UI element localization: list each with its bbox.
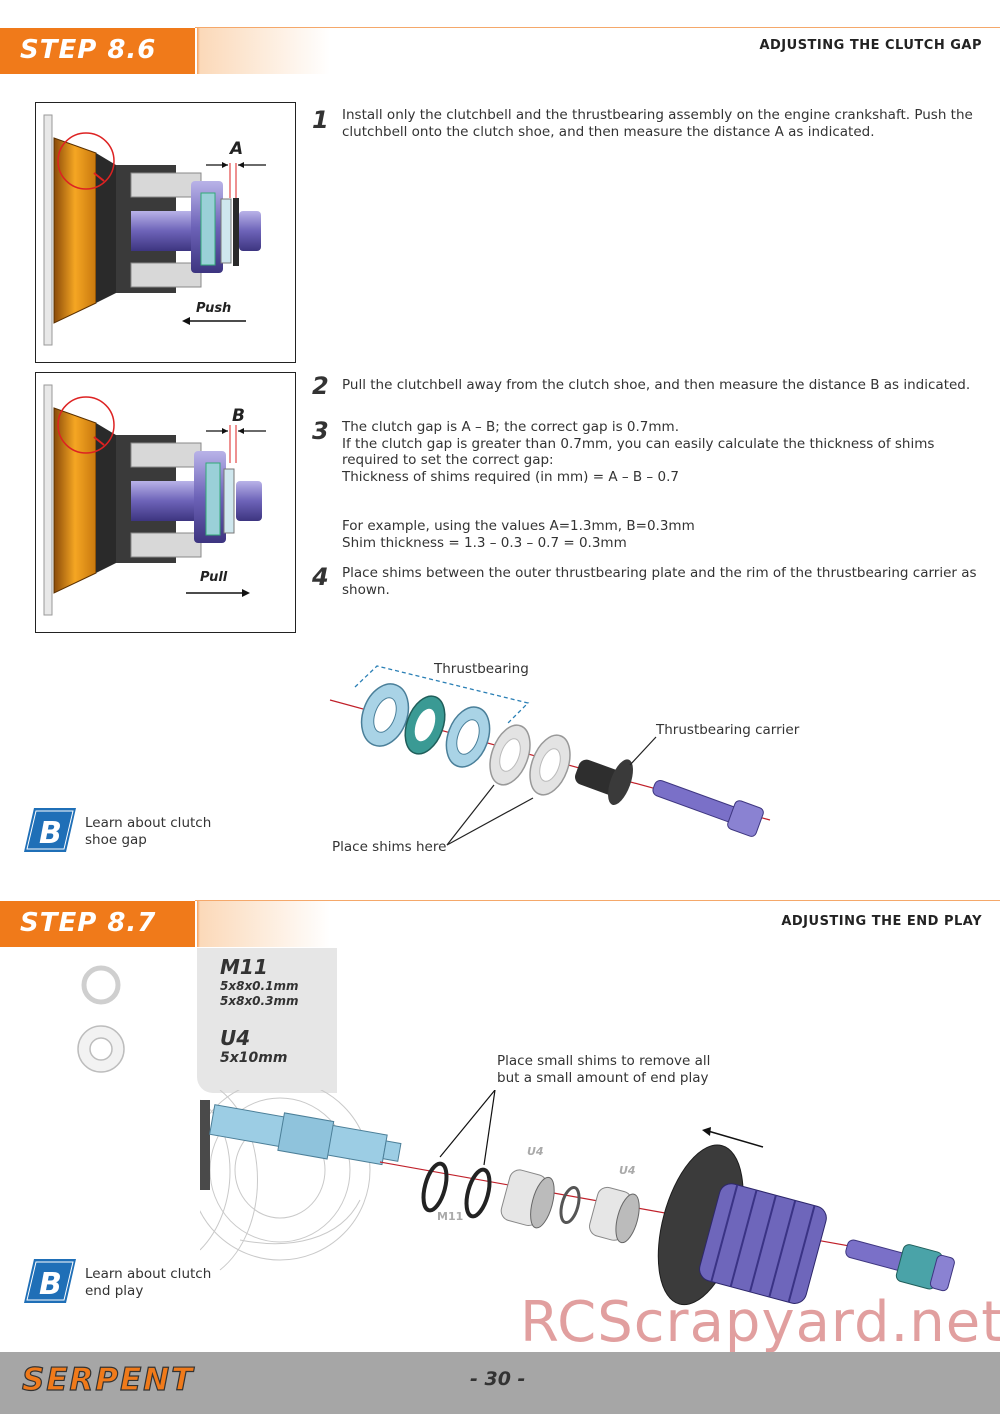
instruction-2: Pull the clutchbell away from the clutch… (342, 377, 971, 393)
instruction-1: Install only the clutchbell and the thru… (342, 107, 973, 140)
end-play-exploded-diagram (200, 1090, 955, 1306)
learn-clutch-shoe-gap-link[interactable]: Learn about clutch shoe gap (85, 815, 212, 848)
thrustbearing-label: Thrustbearing (434, 661, 529, 677)
serpent-logo: SERPENT (21, 1361, 195, 1398)
step-8-7-banner (0, 901, 330, 947)
m11-shim-icon (81, 965, 121, 1005)
part-desc-u4: 5x10mm (220, 1050, 288, 1066)
instruction-3: The clutch gap is A – B; the correct gap… (342, 419, 935, 551)
figure-push-clutchbell: A Push (35, 102, 296, 363)
footer-bar (0, 1352, 1000, 1414)
page-number: - 30 - (470, 1368, 526, 1390)
end-play-note: Place small shims to remove all but a sm… (497, 1053, 711, 1086)
parts-panel (197, 948, 337, 1093)
step-8-7-title: STEP 8.7 (20, 908, 157, 938)
banner-divider-2 (195, 901, 197, 947)
learn-b-icon-2[interactable]: B (24, 1257, 76, 1305)
section-title-end-play: ADJUSTING THE END PLAY (781, 914, 982, 929)
distance-a-label: A (230, 139, 244, 159)
part-code-m11: M11 (220, 955, 268, 979)
thrustbearing-carrier-label: Thrustbearing carrier (656, 722, 800, 738)
watermark-text: RCScrapyard.net (520, 1290, 1000, 1355)
u4-washer-icon (77, 1025, 125, 1073)
instruction-4: Place shims between the outer thrustbear… (342, 565, 977, 598)
svg-text:B: B (39, 816, 62, 851)
part-desc-m11: 5x8x0.1mm 5x8x0.3mm (220, 979, 299, 1008)
banner-divider (195, 28, 197, 74)
section-title-clutch-gap: ADJUSTING THE CLUTCH GAP (759, 38, 982, 53)
push-label: Push (196, 301, 232, 316)
part-code-u4: U4 (220, 1026, 251, 1050)
place-shims-label: Place shims here (332, 839, 447, 855)
header-rule (195, 27, 1000, 28)
header-rule-2 (195, 900, 1000, 901)
step-number-3: 3 (312, 417, 329, 445)
clutch-cutaway-push-illustration (43, 114, 266, 346)
u4-callout-2: U4 (619, 1164, 636, 1177)
distance-b-label: B (232, 406, 245, 426)
u4-callout-1: U4 (527, 1145, 544, 1158)
m11-callout: M11 (437, 1210, 464, 1223)
figure-pull-clutchbell: B Pull (35, 372, 296, 633)
step-8-6-title: STEP 8.6 (20, 35, 157, 65)
pull-label: Pull (200, 570, 228, 585)
step-number-2: 2 (312, 372, 329, 400)
step-number-1: 1 (312, 106, 329, 134)
learn-b-icon[interactable]: B (24, 806, 76, 854)
svg-text:B: B (39, 1267, 62, 1302)
step-8-6-banner (0, 28, 330, 74)
clutch-cutaway-pull-illustration (43, 384, 266, 616)
step-number-4: 4 (312, 563, 329, 591)
thrustbearing-exploded-diagram (329, 665, 771, 846)
learn-clutch-end-play-link[interactable]: Learn about clutch end play (85, 1266, 212, 1299)
